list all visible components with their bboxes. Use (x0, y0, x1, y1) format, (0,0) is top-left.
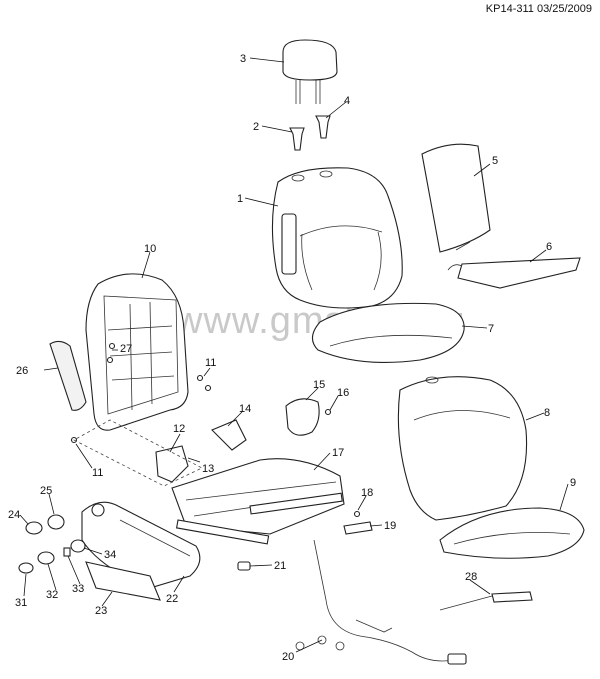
callout-7: 7 (488, 323, 494, 335)
headrest-guide-right (315, 115, 331, 139)
seat-cushion-pad (311, 302, 465, 363)
seat-lower-trim-panel (85, 561, 161, 601)
seat-cushion-cover (439, 507, 585, 559)
callout-3: 3 (240, 53, 246, 65)
callout-24: 24 (8, 509, 20, 521)
callout-10: 10 (144, 243, 156, 255)
callout-9: 9 (570, 477, 576, 489)
callout-34: 34 (104, 549, 116, 561)
lumbar-motor (285, 398, 332, 436)
callout-11-bottom: 11 (92, 467, 103, 479)
knob-25 (47, 514, 65, 530)
seat-bracket-center (211, 419, 247, 451)
callout-17: 17 (332, 447, 344, 459)
assembly-guide (73, 419, 203, 487)
seat-bracket-left (155, 445, 189, 483)
seat-outer-trim-panel (81, 501, 201, 589)
callout-8: 8 (544, 407, 550, 419)
seatback-frame (85, 273, 189, 431)
knob-34 (70, 539, 86, 553)
headrest-guide-left (289, 127, 305, 151)
knob-24 (25, 521, 43, 535)
knob-31 (18, 562, 34, 574)
seatback-heater-pad (447, 257, 581, 289)
seat-wiring-harness (295, 539, 467, 665)
callout-4: 4 (344, 95, 350, 107)
callout-6: 6 (546, 241, 552, 253)
seatback-cushion (271, 167, 403, 309)
clip-33 (63, 547, 71, 557)
document-id: KP14-311 03/25/2009 (485, 3, 592, 15)
callout-18: 18 (361, 487, 373, 499)
callout-21: 21 (274, 560, 286, 572)
recliner-bolts (70, 374, 212, 444)
callout-25: 25 (40, 485, 52, 497)
callout-12: 12 (173, 423, 185, 435)
callout-33: 33 (72, 583, 84, 595)
callout-31: 31 (15, 597, 27, 609)
callout-11-top: 11 (205, 357, 216, 369)
callout-20: 20 (282, 651, 294, 663)
callout-13: 13 (202, 463, 214, 475)
callout-22: 22 (166, 593, 178, 605)
callout-1: 1 (237, 193, 243, 205)
callout-5: 5 (492, 155, 498, 167)
callout-15: 15 (313, 379, 325, 391)
seatback-side-bolster (49, 340, 87, 411)
callout-23: 23 (95, 605, 107, 617)
callout-16: 16 (337, 387, 349, 399)
heater-harness (439, 591, 533, 611)
callout-26: 26 (16, 365, 28, 377)
wiring-connector (237, 561, 251, 571)
frame-fasteners (106, 342, 116, 364)
callout-32: 32 (46, 589, 58, 601)
callout-14: 14 (239, 403, 251, 415)
callout-27: 27 (120, 343, 132, 355)
seat-switch (343, 510, 373, 535)
callout-2: 2 (253, 121, 259, 133)
seatback-panel (421, 143, 491, 253)
callout-19: 19 (384, 520, 396, 532)
seatback-cover (397, 376, 528, 521)
headrest (282, 39, 338, 104)
callout-28: 28 (465, 571, 477, 583)
knob-32 (37, 551, 55, 565)
seat-adjuster-frame (171, 458, 345, 545)
leader-lines (19, 57, 569, 653)
